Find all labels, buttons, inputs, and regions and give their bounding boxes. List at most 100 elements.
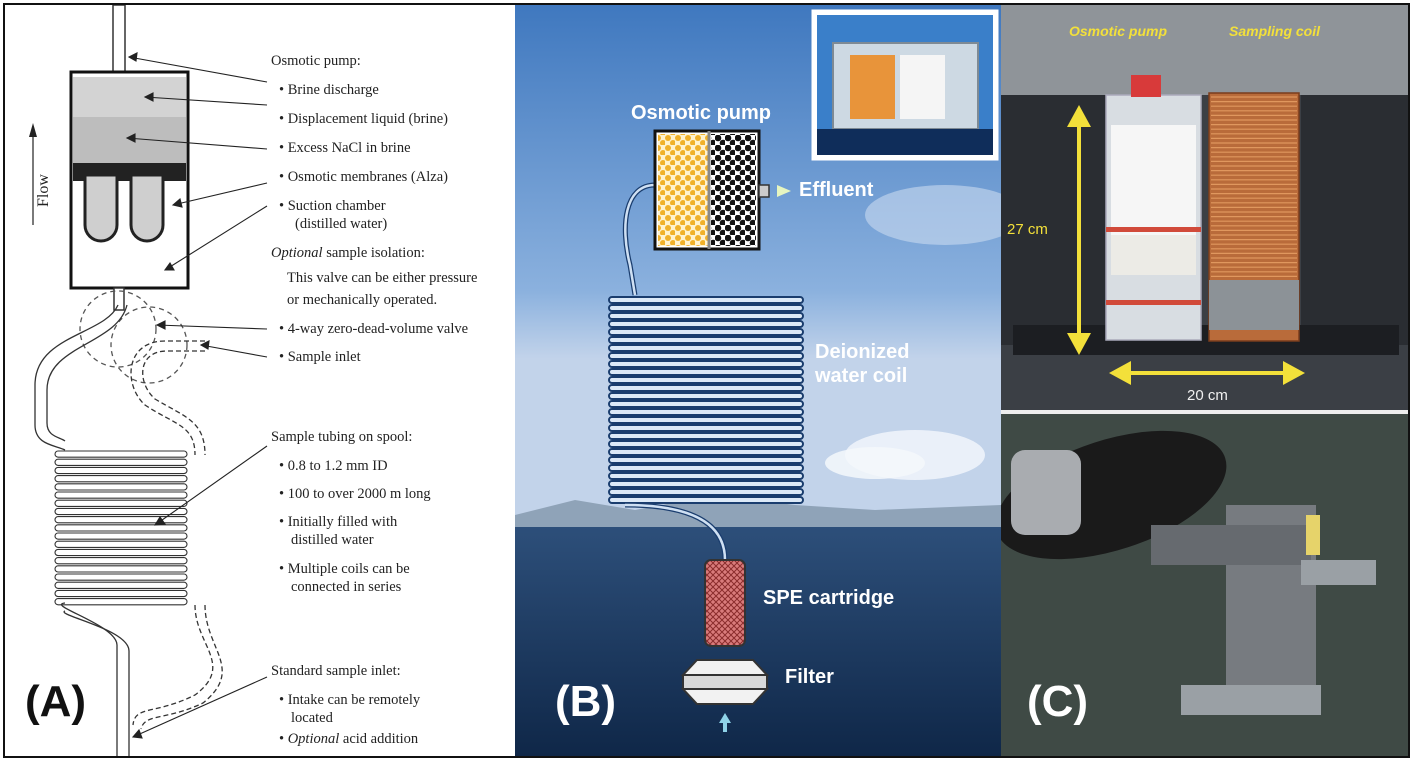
filter-label: Filter (785, 666, 834, 688)
coil-turn (54, 540, 188, 548)
deionized-water-coil (608, 296, 804, 504)
coil-turn (608, 464, 804, 472)
coil-turn (608, 320, 804, 328)
tubing-id-label: 0.8 to 1.2 mm ID (279, 458, 388, 475)
coil-turn (54, 475, 188, 483)
standard-heading: Standard sample inlet: (271, 663, 401, 679)
tubing-multiple-label: Multiple coils can be (279, 561, 410, 578)
isolation-optional: Optional (271, 245, 323, 261)
coil-turn (608, 408, 804, 416)
panel-a-letter: (A) (25, 677, 87, 726)
suction-chamber-sub: (distilled water) (295, 216, 388, 232)
panel-c-scene (1001, 5, 1408, 756)
figure-frame: Flow Osmotic pump: Brine discharge Displ… (3, 3, 1410, 758)
coil-turn (608, 416, 804, 424)
coil-turn (608, 360, 804, 368)
outlet-tube (112, 5, 126, 74)
coil-turn (608, 424, 804, 432)
coil-turn (608, 304, 804, 312)
membrane-right (129, 173, 165, 243)
coil-turn (608, 392, 804, 400)
coil-turn (608, 368, 804, 376)
coil-turn (54, 565, 188, 573)
tubing-filled-sub: distilled water (291, 532, 374, 548)
coil-turn (608, 376, 804, 384)
hills (515, 495, 1001, 530)
suction-chamber-label: Suction chamber (279, 198, 386, 215)
coil-turn (608, 352, 804, 360)
panel-b-letter: (B) (555, 677, 617, 726)
inflow-arrow (719, 713, 731, 723)
brine-discharge-label: Brine discharge (279, 82, 379, 99)
osmotic-pump-label: Osmotic pump (631, 102, 772, 124)
sampling-coil-caption: Sampling coil (1229, 23, 1321, 39)
sample-inlet-label: Sample inlet (279, 349, 361, 366)
coil-turn (608, 400, 804, 408)
coil-turn (54, 466, 188, 475)
sample-tubing-coil (54, 450, 188, 606)
coil-turn (608, 440, 804, 448)
valve-circle-2 (110, 306, 188, 384)
osmotic-membranes-label: Osmotic membranes (Alza) (279, 169, 448, 186)
coil-turn (608, 344, 804, 352)
coil-turn (54, 598, 188, 606)
tubing-multiple-sub: connected in series (291, 579, 402, 595)
coil-turn (608, 384, 804, 392)
coil-turn (608, 432, 804, 440)
isolation-heading-rest: sample isolation: (322, 245, 425, 261)
coil-turn (608, 456, 804, 464)
isolation-heading: Optional sample isolation: (271, 245, 425, 262)
spe-label: SPE cartridge (763, 587, 895, 609)
panel-b-scene (515, 5, 1001, 756)
coil-turn (608, 472, 804, 480)
filter-mesh (682, 674, 768, 690)
coil-turn (608, 496, 804, 504)
tubing-length-label: 100 to over 2000 m long (279, 486, 431, 503)
height-dimension: 27 cm (1007, 221, 1048, 238)
width-dimension: 20 cm (1187, 387, 1228, 404)
excess-nacl-label: Excess NaCl in brine (279, 140, 411, 157)
coil-turn (608, 328, 804, 336)
isolation-line2: or mechanically operated. (287, 292, 438, 308)
coil-turn (54, 491, 188, 499)
coil-turn (54, 548, 188, 557)
tubing-filled-label: Initially filled with (279, 514, 398, 531)
coil-turn (54, 458, 188, 466)
effluent-label: Effluent (799, 179, 874, 201)
standard-acid-label: Optional acid addition (279, 731, 418, 748)
valve-label: 4-way zero-dead-volume valve (279, 321, 468, 338)
sea (515, 527, 1001, 756)
acid-rest: acid addition (339, 731, 419, 747)
flow-label: Flow (35, 174, 52, 207)
displacement-liquid-label: Displacement liquid (brine) (279, 111, 448, 128)
panel-a-schematic: Flow Osmotic pump: Brine discharge Displ… (5, 5, 513, 756)
copper-coil-lines (1211, 96, 1297, 277)
osmotic-sampler-schematic (29, 5, 268, 756)
coil-turn (54, 589, 188, 598)
panel-c-photos: Osmotic pump Sampling coil 27 cm 20 cm (… (1001, 5, 1408, 756)
osmotic-pump-caption: Osmotic pump (1069, 23, 1168, 39)
coil-label-line1: Deionized (815, 341, 910, 363)
coil-turn (608, 336, 804, 344)
filter-bottom (680, 688, 770, 705)
coil-turn (54, 524, 188, 532)
coil-turn (608, 312, 804, 320)
standard-intake-sub: located (291, 710, 333, 726)
effluent-arrow (777, 185, 791, 197)
coil-turn (54, 573, 188, 581)
osmotic-pump-heading: Osmotic pump: (271, 53, 361, 69)
filter-top (680, 659, 770, 676)
isolation-line1: This valve can be either pressure (287, 270, 478, 286)
coil-turn (608, 488, 804, 496)
coil-turn (608, 296, 804, 304)
coil-turn (54, 483, 188, 491)
spe-cartridge-shape (704, 559, 746, 647)
membrane-left (83, 173, 119, 243)
valve-circle-1 (79, 290, 157, 368)
acid-optional: Optional (287, 731, 340, 747)
coil-turn (54, 532, 188, 540)
coil-turn (54, 450, 188, 458)
coil-turn (54, 516, 188, 524)
coil-turn (608, 480, 804, 488)
coil-turn (54, 499, 188, 507)
